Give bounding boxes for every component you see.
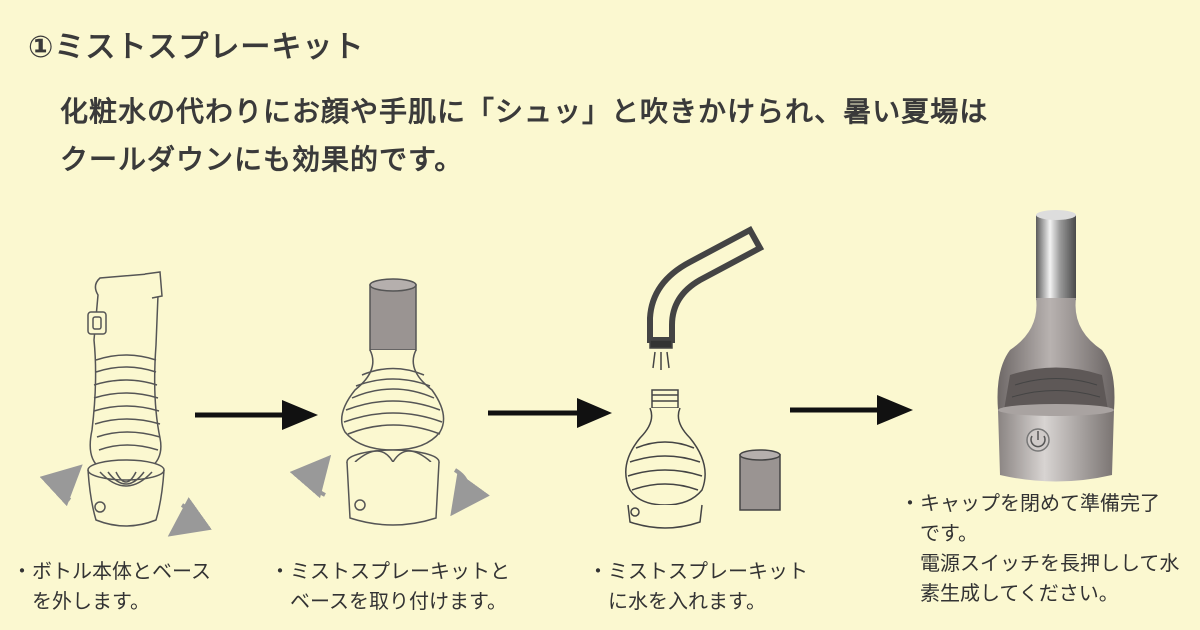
step3-caption: ・ミストスプレーキット に水を入れます。 [588, 556, 808, 616]
step-arrow-1-icon [195, 400, 318, 430]
step1-bottle-illustration [87, 271, 165, 527]
description-line-2: クールダウンにも効果的です。 [60, 143, 464, 176]
step3-caption-line-1: ・ミストスプレーキット [588, 559, 808, 583]
step4-caption-line-3: 電源スイッチを長押しして水 [920, 551, 1180, 575]
description: 化粧水の代わりにお顔や手肌に「シュッ」と吹きかけられ、暑い夏場は クールダウンに… [60, 88, 1180, 184]
rotate-arrow-right-icon-2 [450, 468, 490, 517]
step4-caption: ・キャップを閉めて準備完了 です。 電源スイッチを長押しして水 素生成してくださ… [900, 488, 1179, 608]
step4-caption-line-1: ・キャップを閉めて準備完了 [900, 491, 1160, 515]
rotate-arrow-right-icon [167, 497, 212, 537]
step2-caption: ・ミストスプレーキットと ベースを取り付けます。 [270, 556, 510, 616]
rotate-arrow-left-icon [39, 464, 83, 507]
step2-caption-line-2: ベースを取り付けます。 [290, 589, 507, 613]
step4-caption-line-4: 素生成してください。 [920, 581, 1119, 605]
step1-caption: ・ボトル本体とベース を外します。 [12, 556, 211, 616]
step-arrow-2-icon [488, 398, 612, 428]
description-line-1: 化粧水の代わりにお顔や手肌に「シュッ」と吹きかけられ、暑い夏場は [60, 95, 989, 128]
rotate-arrow-left-icon-2 [289, 454, 332, 499]
step1-caption-line-1: ・ボトル本体とベース [12, 559, 211, 583]
step2-caption-line-1: ・ミストスプレーキットと [270, 559, 510, 583]
step3-caption-line-2: に水を入れます。 [608, 589, 766, 613]
instruction-illustration [39, 210, 1115, 537]
step4-device-ready-illustration [997, 210, 1115, 482]
step3-fill-water-illustration [625, 225, 781, 529]
step4-caption-line-2: です。 [920, 521, 978, 545]
step2-mist-kit-illustration [340, 278, 445, 526]
step1-caption-line-2: を外します。 [32, 589, 150, 613]
step-arrow-3-icon [790, 395, 913, 425]
page-title: ①ミストスプレーキット [28, 30, 365, 65]
